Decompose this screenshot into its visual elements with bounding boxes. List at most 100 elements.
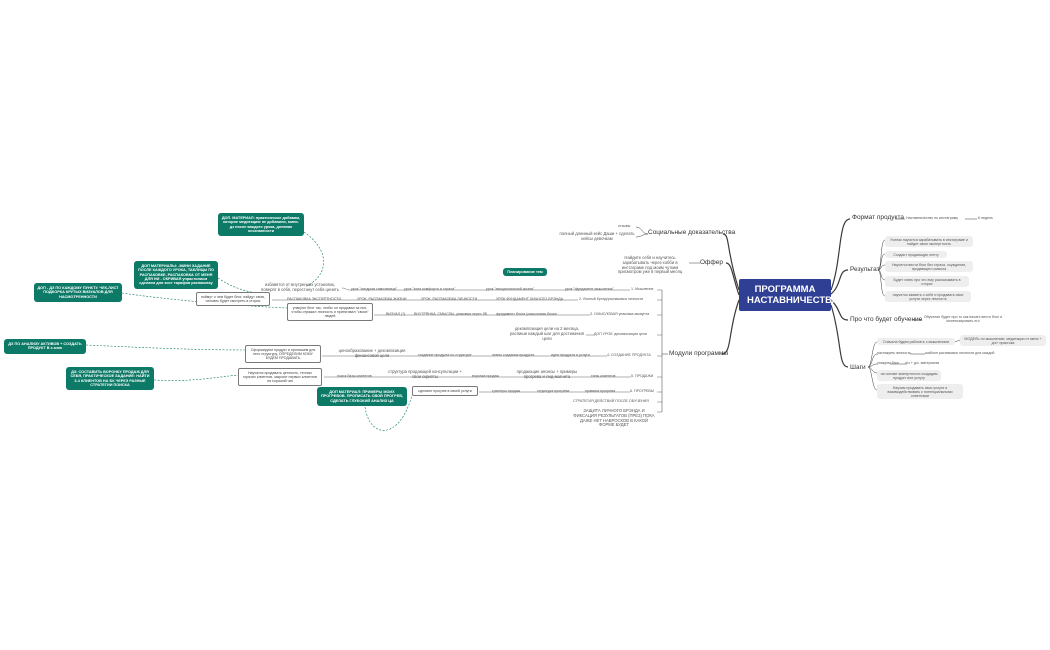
- green-note-mindset[interactable]: ДОП. МАТЕРИАЛ: практическое добавим, кот…: [218, 213, 304, 237]
- connector-4: [722, 233, 740, 291]
- planning-label[interactable]: Планирование тем: [503, 268, 547, 277]
- connector-24: [635, 233, 649, 238]
- result-item-1[interactable]: Ученик научится зарабатывать в инстаграм…: [885, 236, 973, 248]
- module-7[interactable]: СТРАТЕГИЯ ДЕЙСТВИЙ ПОСЛЕ ОБУЧЕНИЯ: [573, 399, 649, 403]
- connector-49: [153, 374, 239, 381]
- module-3-step-1[interactable]: фундамент блога (смысловая блока: [496, 312, 557, 316]
- green-note-warmup[interactable]: ДОП МАТЕРИАЛ: ПРИМЕРЫ МОИХ ПРОГРЕВОВ. ПР…: [317, 387, 407, 407]
- connector-19: [867, 366, 878, 391]
- connector-6: [721, 299, 740, 355]
- connector-13: [877, 269, 886, 297]
- root-node[interactable]: ПРОГРАММА НАСТАВНИЧЕСТВА: [739, 279, 838, 311]
- about-item-1[interactable]: Обучение будет про то как начать вести б…: [923, 315, 1003, 324]
- module-5-step-4[interactable]: структура продающей консультации + свои …: [388, 369, 462, 379]
- result-item-3[interactable]: Научится вести блог без страха, осуждени…: [885, 261, 973, 273]
- topic-social[interactable]: Социальные доказательства: [648, 229, 736, 236]
- connector-9: [877, 239, 886, 271]
- module-2-note[interactable]: поймут о чем будет блог, найдут свою, че…: [196, 292, 270, 307]
- green-note-visual[interactable]: ДОП - ДЗ ПО КАЖДОМУ ПУНКТУ. ЧЕК-ЛИСТ ПОД…: [34, 283, 122, 303]
- module-1-step-1[interactable]: урок "фундамент мышления": [565, 287, 614, 291]
- module-4-step-2[interactable]: этапы создания продукта: [492, 353, 535, 357]
- module-6[interactable]: 6. ПРОГРЕВЫ: [630, 389, 655, 393]
- module-4-step-3[interactable]: создание продукта по структуре: [418, 353, 472, 357]
- steps-item-2-sub[interactable]: шаблон распаковки личности для каждой: [925, 351, 995, 355]
- module-1-step-4[interactable]: урок "синдром самозванца": [351, 287, 398, 291]
- module-5-step-5[interactable]: поиск базы клиентов: [337, 374, 372, 378]
- topic-about[interactable]: Про что будет обучение: [850, 316, 923, 323]
- module-4[interactable]: 4. СОЗДАНИЕ ПРОДУКТА: [607, 353, 651, 357]
- module-3[interactable]: 3. СМЫСЛОВАЯ упаковка аккаунта: [590, 312, 650, 316]
- offer-item-1[interactable]: Найдите себя и научитесь зарабатывать че…: [617, 255, 683, 275]
- connector-50: [364, 394, 413, 431]
- module-2-step-2[interactable]: УРОК. РАСПАКОВКА ЛИЧНОСТИ: [421, 297, 478, 301]
- module-4-top[interactable]: ДОП УРОК: декомпозиция цели: [594, 332, 648, 336]
- topic-modules[interactable]: Модули программы: [669, 350, 729, 357]
- module-4-step-4[interactable]: ценообразование + декомпозиция финансово…: [338, 348, 406, 358]
- result-item-4[interactable]: Будет знать про что ему рассказывать в с…: [885, 276, 969, 288]
- steps-item-1[interactable]: Сначала будем работать с мышлением: [877, 338, 955, 346]
- module-5[interactable]: 5. ПРОДАЖИ: [631, 374, 654, 378]
- module-5-step-3[interactable]: воронка продаж: [472, 374, 499, 378]
- green-note-product[interactable]: ДЗ ПО АНАЛИЗУ АКТИВОВ + СОЗДАТЬ ПРОДУКТ …: [4, 339, 86, 354]
- module-8[interactable]: ЗАЩИТА ЛИЧНОГО БРЭНДА И ФИКСАЦИЯ РЕЗУЛЬТ…: [573, 408, 655, 428]
- connector-47: [121, 292, 288, 309]
- connector-16: [867, 353, 878, 368]
- steps-item-5[interactable]: Научим продавать свои услуги и взаимодей…: [877, 384, 963, 400]
- module-6-step-3[interactable]: триггеры продаж: [492, 389, 521, 393]
- connector-23: [635, 226, 649, 235]
- topic-offer[interactable]: Оффер: [700, 259, 723, 266]
- result-item-5[interactable]: научится заявить о себе и продавать свои…: [885, 291, 971, 303]
- module-2-step-3[interactable]: УРОК. РАСПАКОВКА ЖИЗНИ: [357, 297, 407, 301]
- steps-item-2[interactable]: распакуем личность: [877, 351, 911, 355]
- module-2[interactable]: 2. Личный брэнд/распаковка личности: [579, 297, 644, 301]
- module-1[interactable]: 1. Мышление: [631, 287, 654, 291]
- connector-45: [303, 231, 324, 288]
- format-item-2[interactable]: 6 недель: [978, 216, 993, 220]
- social-item-1[interactable]: отзывы: [618, 224, 631, 228]
- connector-11: [877, 264, 886, 271]
- connector-1: [830, 269, 849, 295]
- module-4-top-note[interactable]: декомпозиция цели на 2 месяца, распиши к…: [509, 326, 585, 341]
- steps-item-3[interactable]: упакуем блог: [877, 361, 899, 365]
- connector-48: [85, 344, 246, 351]
- connector-10: [877, 253, 886, 271]
- topic-steps[interactable]: Шаги: [850, 364, 866, 371]
- connector-0: [830, 218, 851, 291]
- steps-item-1-sub[interactable]: МОДЕЛЬ по мышлению: медитации от меня + …: [960, 335, 1046, 347]
- module-3-note[interactable]: упакуют блог так, чтобы он продавал за н…: [287, 303, 373, 322]
- module-2-step-4[interactable]: РАСПАКОВКА ЭКСПЕРТНОСТИ: [287, 297, 342, 301]
- module-5-note[interactable]: Научатся продавать ценность, теплых горя…: [238, 368, 322, 387]
- module-5-step-1[interactable]: типы клиентов: [591, 374, 616, 378]
- social-item-2[interactable]: полный длинный кейс Даши + сделать кейсы…: [559, 231, 635, 241]
- format-item-1[interactable]: Наставничество по инстаграму: [906, 216, 959, 220]
- steps-item-4[interactable]: на основе экспертности создадим продукт …: [877, 370, 941, 382]
- connector-2: [830, 299, 849, 321]
- module-1-step-3[interactable]: урок "зона комфорта и страхи": [404, 287, 456, 291]
- green-note-sales[interactable]: ДЗ: СОСТАВИТЬ ВОРОНКУ ПРОДАЖ ДЛЯ СЕБЯ, П…: [66, 367, 154, 391]
- module-4-step-1[interactable]: идея продукта и услуги: [551, 353, 590, 357]
- connector-44: [341, 287, 351, 291]
- connector-15: [867, 341, 878, 368]
- module-1-step-2[interactable]: урок "эмоциональной жизни": [486, 287, 535, 291]
- module-5-step-2[interactable]: продающие анонсы + примеры прогрева и ли…: [516, 369, 578, 379]
- module-4-note[interactable]: Сформируем продукт и пропишем для него с…: [245, 345, 321, 364]
- module-3-step-3[interactable]: ВИЗУАЛ (?): [386, 312, 406, 316]
- topic-format[interactable]: Формат продукта: [852, 214, 904, 221]
- connector-5: [725, 262, 740, 296]
- connector-20: [954, 339, 961, 343]
- green-note-unpacking[interactable]: ДОП МАТЕРИАЛЫ: -МИНИ ЗАДАНИЕ ПОСЛЕ КАЖДО…: [134, 261, 218, 289]
- connector-46: [217, 277, 263, 295]
- module-1-note[interactable]: избавятся от внутренних установок, повер…: [261, 282, 339, 292]
- result-item-2[interactable]: Создаст продающую ленту: [885, 251, 947, 259]
- module-6-step-1[interactable]: правила прогрева: [585, 389, 616, 393]
- module-3-step-2[interactable]: ВНУТРЯНКА, СМЫСЛЫ, упаковка через ЛБ: [414, 312, 488, 316]
- connector-3: [830, 304, 849, 368]
- steps-item-3-sub[interactable]: д/з + д/з. материалы: [905, 361, 940, 365]
- topic-result[interactable]: Результат: [850, 266, 880, 273]
- module-6-step-4[interactable]: сделают прогрев в своей услуги: [412, 386, 478, 397]
- connector-18: [867, 366, 878, 374]
- module-6-step-2[interactable]: структура прогрева: [537, 389, 570, 393]
- module-2-step-1[interactable]: УРОК ФУНДАМЕНТ ЛИЧНОГО БРЭНДА: [496, 297, 563, 301]
